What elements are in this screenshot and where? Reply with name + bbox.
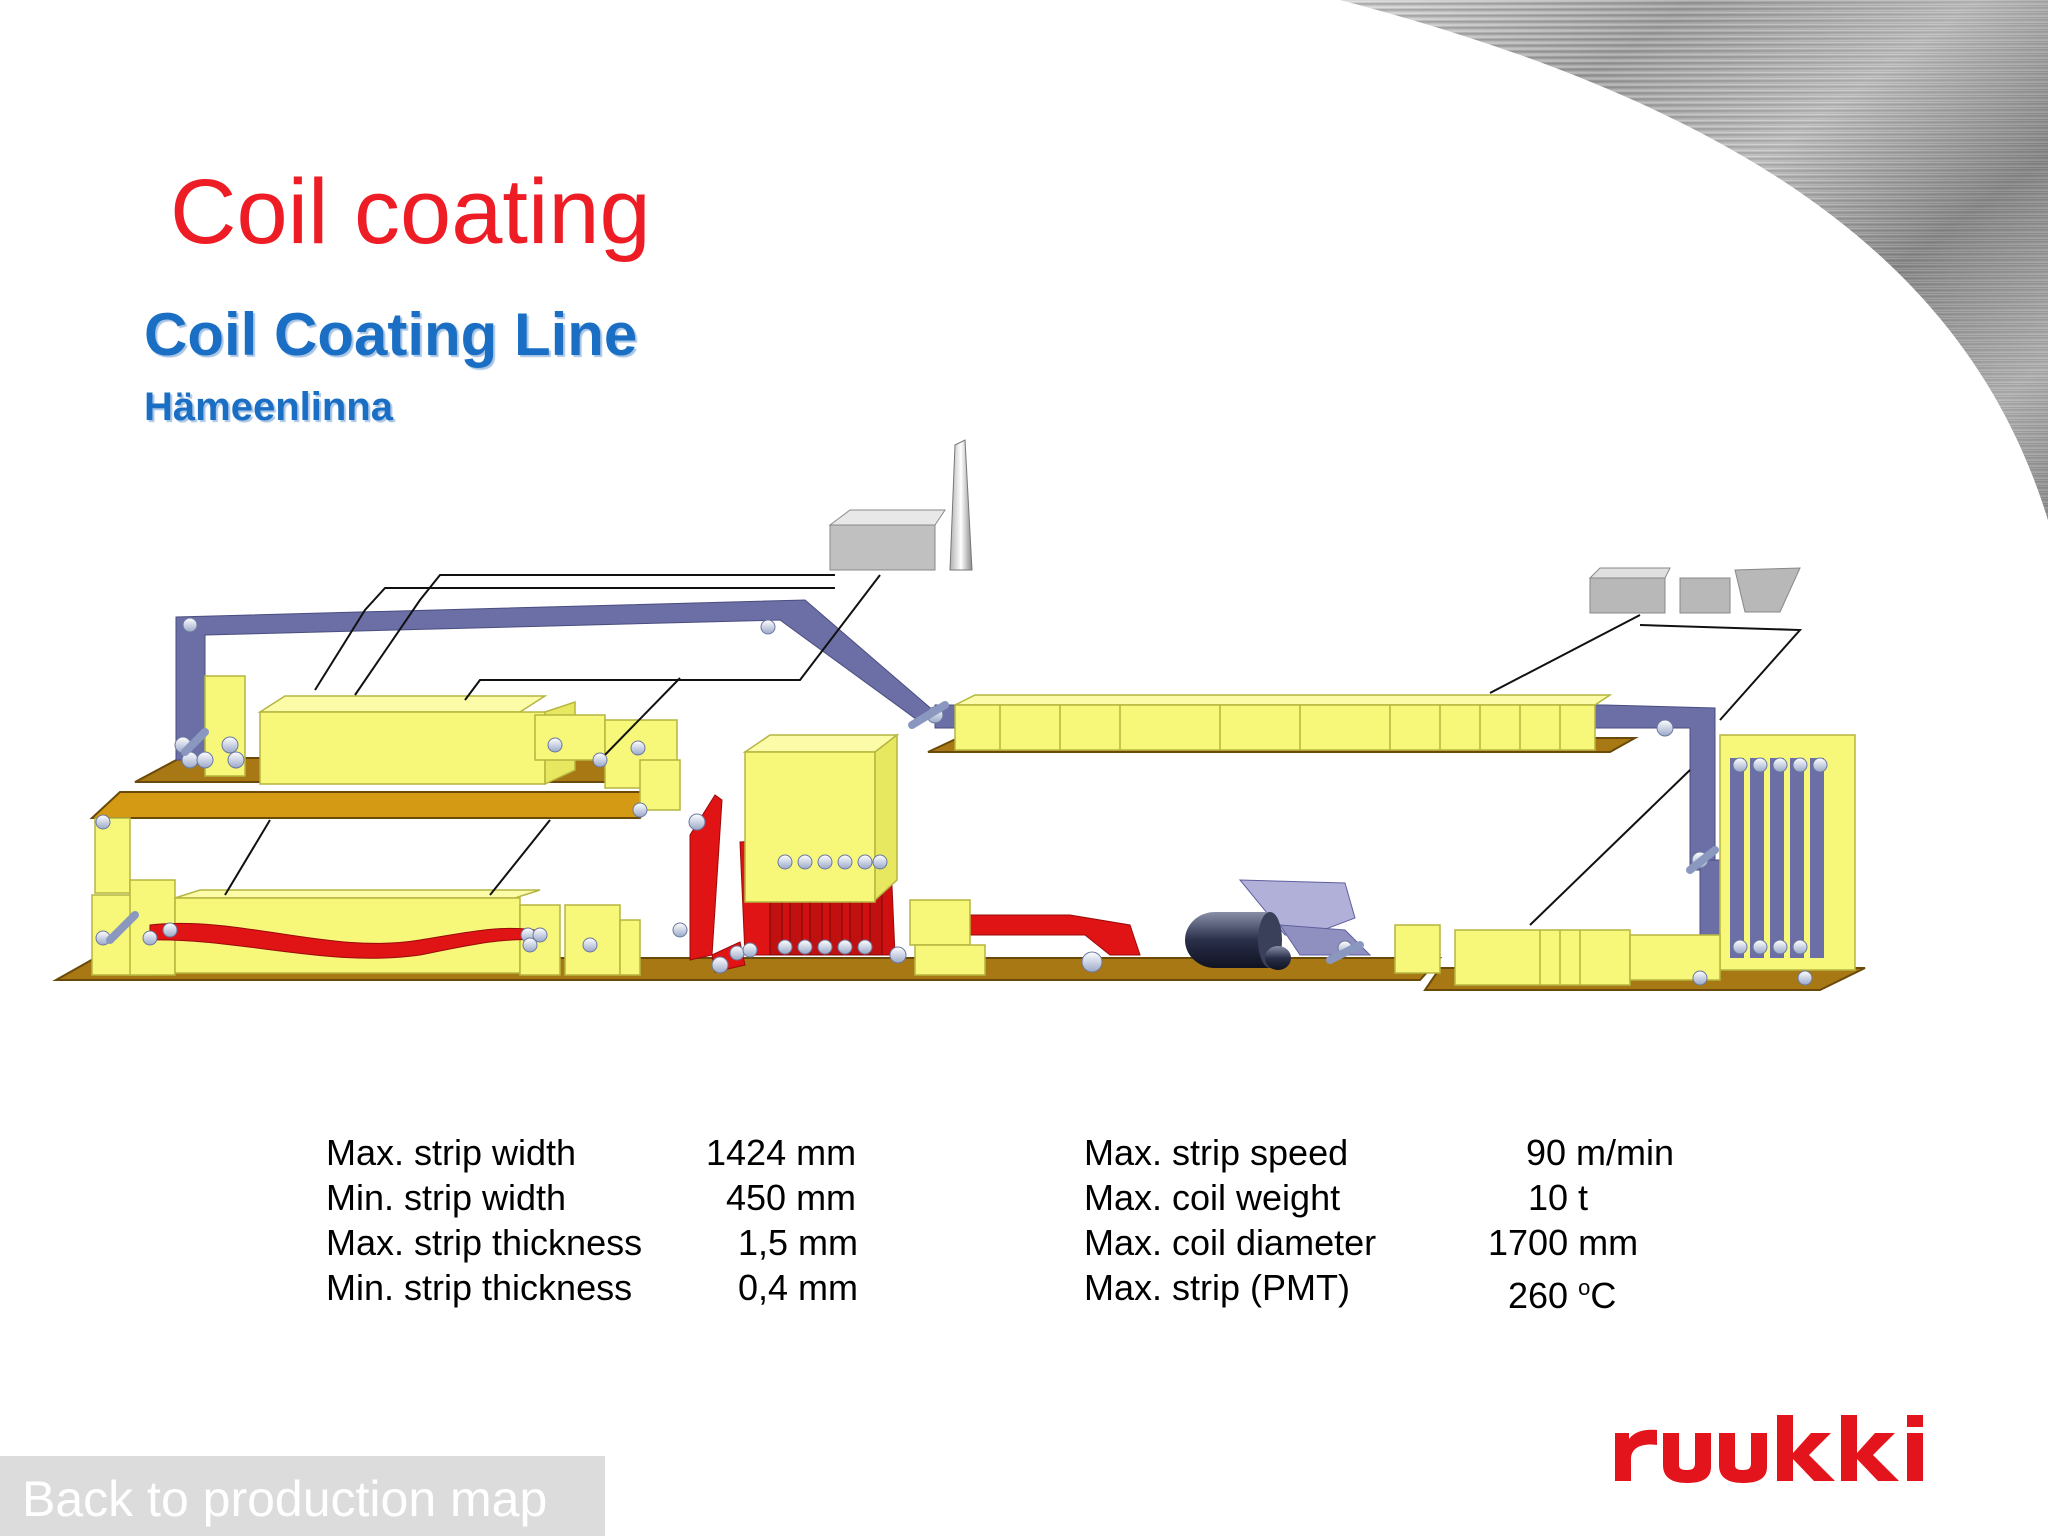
spec-value-unit: C [1590,1275,1617,1316]
spec-label: Min. strip width [326,1177,567,1218]
exhaust-ducts [224,574,1803,926]
spec-row: Max. strip speed 90 m/min [1084,1130,1704,1175]
recoiler [1185,879,1372,970]
slide-title: Coil coating [170,161,651,263]
spec-value: 90 m/min [1526,1132,1675,1173]
spec-value: 1424 mm [706,1132,857,1173]
spec-value-number: 260 [1508,1275,1579,1316]
spec-label: Max. strip (PMT) [1084,1267,1350,1308]
roll-bars [106,701,1719,964]
back-to-production-map-button[interactable]: Back to production map [0,1456,605,1536]
upper-oven [204,675,681,811]
spec-value: 10 t [1528,1177,1589,1218]
spec-row: Max. strip width 1424 mm [326,1130,886,1175]
spec-row: Max. strip (PMT) 260 oC [1084,1265,1704,1316]
spec-label: Max. coil weight [1084,1177,1341,1218]
specs-left: Max. strip width 1424 mm Min. strip widt… [326,1130,886,1310]
spec-row: Max. coil diameter 1700 mm [1084,1220,1704,1265]
curing-oven [954,694,1613,751]
cooling-tower [742,733,986,976]
ruukki-logo [1615,1415,1923,1483]
spec-row: Max. coil weight 10 t [1084,1175,1704,1220]
specs-right: Max. strip speed 90 m/min Max. coil weig… [1084,1130,1704,1316]
exhaust-units [828,439,1801,614]
spec-label: Max. strip width [326,1132,577,1173]
spec-row: Min. strip thickness 0,4 mm [326,1265,886,1310]
exit-section [1394,924,1721,986]
spec-value: 450 mm [726,1177,857,1218]
spec-value: 1,5 mm [738,1222,859,1263]
guide-rolls [95,617,1828,986]
degree-superscript: o [1578,1275,1591,1300]
spec-row: Min. strip width 450 mm [326,1175,886,1220]
spec-label: Max. coil diameter [1084,1222,1377,1263]
strip-red [149,794,1141,973]
coil-coating-line-diagram [52,439,1866,991]
spec-label: Max. strip thickness [326,1222,643,1263]
spec-label: Max. strip speed [1084,1132,1349,1173]
spec-value: 260 oC [1508,1265,1616,1318]
line-name: Coil Coating Line [144,301,638,368]
exit-accumulator [1719,734,1856,971]
spec-value: 1700 mm [1488,1222,1639,1263]
spec-label: Min. strip thickness [326,1267,633,1308]
spec-row: Max. strip thickness 1,5 mm [326,1220,886,1265]
line-location: Hämeenlinna [144,385,393,429]
spec-value: 0,4 mm [738,1267,859,1308]
